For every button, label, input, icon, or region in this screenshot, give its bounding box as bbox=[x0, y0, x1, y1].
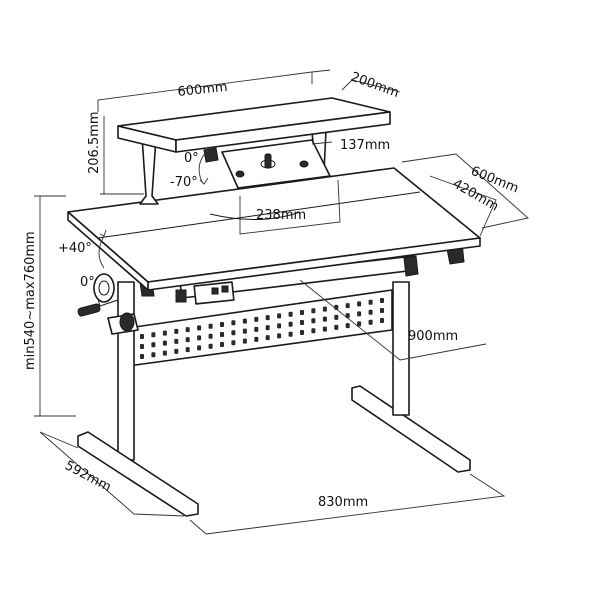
panel-hole bbox=[300, 320, 304, 325]
panel-hole bbox=[300, 330, 304, 335]
panel-hole bbox=[288, 321, 293, 327]
panel-hole bbox=[242, 338, 247, 344]
panel-hole bbox=[357, 311, 362, 317]
panel-hole bbox=[140, 334, 144, 339]
right-leg bbox=[351, 281, 471, 473]
tilt-tray bbox=[221, 139, 331, 189]
panel-hole bbox=[288, 331, 293, 337]
monitor-shelf bbox=[117, 97, 391, 205]
panel-hole bbox=[380, 318, 384, 323]
shelf-depth-label: 200mm bbox=[349, 70, 401, 101]
panel-hole bbox=[380, 308, 384, 313]
panel-hole bbox=[197, 335, 202, 341]
bracket-label: 137mm bbox=[340, 138, 390, 153]
panel-hole bbox=[322, 306, 327, 312]
panel-hole bbox=[265, 315, 270, 321]
panel-hole bbox=[242, 318, 247, 324]
desk-width-label: 900mm bbox=[408, 329, 458, 344]
panel-hole bbox=[334, 324, 339, 330]
panel-hole bbox=[208, 343, 213, 349]
top-flat-angle: 0° bbox=[80, 275, 95, 290]
panel-hole bbox=[185, 337, 190, 343]
panel-hole bbox=[208, 323, 213, 329]
panel-hole bbox=[380, 298, 384, 303]
panel-hole bbox=[277, 323, 282, 329]
panel-hole bbox=[357, 301, 362, 307]
panel-hole bbox=[231, 330, 236, 336]
panel-hole bbox=[334, 314, 339, 320]
desk-top bbox=[67, 167, 481, 291]
panel-hole bbox=[322, 326, 327, 332]
panel-perforations bbox=[140, 298, 384, 359]
panel-hole bbox=[140, 354, 144, 359]
panel-hole bbox=[277, 313, 282, 319]
panel-hole bbox=[162, 350, 167, 356]
panel-hole bbox=[174, 328, 179, 334]
modesty-panel bbox=[127, 289, 393, 367]
panel-hole bbox=[174, 348, 179, 354]
panel-hole bbox=[197, 325, 202, 331]
panel-hole bbox=[254, 326, 259, 332]
panel-hole bbox=[162, 340, 167, 346]
panel-hole bbox=[151, 332, 156, 338]
base-width-label: 830mm bbox=[318, 495, 368, 510]
shelf-tilt-angle: -70° bbox=[170, 175, 198, 190]
panel-hole bbox=[311, 318, 316, 324]
panel-hole bbox=[231, 320, 236, 326]
panel-hole bbox=[220, 342, 224, 347]
crank-handle-icon bbox=[77, 273, 135, 332]
height-range-label: min540~max760mm bbox=[23, 231, 38, 370]
panel-hole bbox=[254, 316, 259, 322]
panel-hole bbox=[357, 321, 362, 327]
panel-hole bbox=[322, 316, 327, 322]
panel-hole bbox=[151, 352, 156, 358]
panel-hole bbox=[288, 311, 293, 317]
panel-hole bbox=[265, 335, 270, 341]
panel-hole bbox=[140, 344, 144, 349]
panel-hole bbox=[368, 309, 373, 315]
panel-hole bbox=[162, 330, 167, 336]
dimension-lines bbox=[34, 69, 529, 535]
panel-hole bbox=[368, 319, 373, 325]
panel-hole bbox=[185, 347, 190, 353]
panel-hole bbox=[220, 322, 224, 327]
panel-hole bbox=[220, 332, 224, 337]
panel-hole bbox=[242, 328, 247, 334]
panel-hole bbox=[265, 325, 270, 331]
panel-hole bbox=[311, 328, 316, 334]
panel-hole bbox=[254, 336, 259, 342]
panel-hole bbox=[174, 338, 179, 344]
panel-hole bbox=[345, 303, 350, 309]
panel-hole bbox=[231, 340, 236, 346]
panel-hole bbox=[277, 333, 282, 339]
panel-hole bbox=[300, 310, 304, 315]
panel-hole bbox=[208, 333, 213, 339]
shelf-height-label: 206.5mm bbox=[87, 111, 102, 174]
shelf-width-label: 600mm bbox=[177, 80, 228, 100]
panel-hole bbox=[311, 308, 316, 314]
panel-hole bbox=[185, 327, 190, 333]
panel-hole bbox=[345, 323, 350, 329]
top-tilt-angle: +40° bbox=[58, 241, 92, 256]
panel-hole bbox=[368, 299, 373, 305]
panel-hole bbox=[197, 345, 202, 351]
shelf-flat-angle: 0° bbox=[184, 151, 199, 166]
panel-hole bbox=[151, 342, 156, 348]
tray-width-label: 238mm bbox=[256, 208, 306, 223]
